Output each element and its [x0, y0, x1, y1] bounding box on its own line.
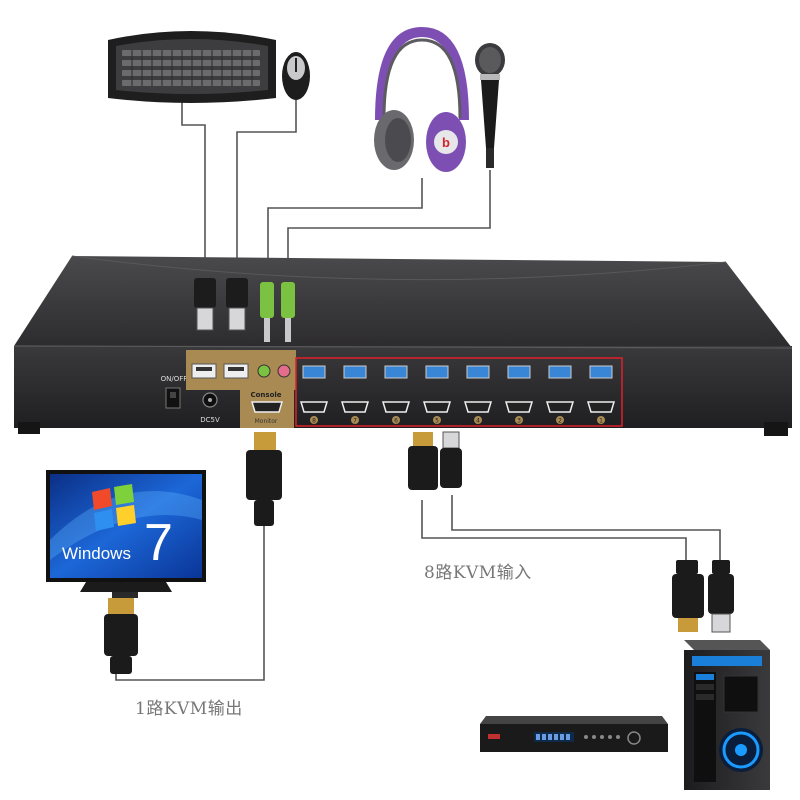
port-number-badge [392, 416, 400, 424]
usb-plug-icon [440, 431, 462, 488]
hdmi-input-port[interactable] [504, 401, 534, 413]
usb-input-port[interactable] [589, 365, 613, 379]
console-usb-port[interactable] [191, 363, 217, 379]
hdmi-input-port[interactable] [545, 401, 575, 413]
port-number-badge [556, 416, 564, 424]
dc-label: DC5V [200, 416, 220, 424]
usb-input-port[interactable] [384, 365, 408, 379]
console-label: Console [250, 391, 281, 399]
output-label: 1路KVM输出 [135, 699, 243, 719]
input-port-group: 8 7 6 5 4 3 2 1 [299, 365, 616, 425]
hdmi-input-port[interactable] [463, 401, 493, 413]
usb-input-port[interactable] [302, 365, 326, 379]
power-switch[interactable] [165, 387, 181, 409]
hdmi-input-port[interactable] [586, 401, 616, 413]
dvr-recorder-icon [480, 716, 668, 752]
hdmi-plug-icon [672, 560, 704, 632]
audio-plug-icon [260, 282, 274, 342]
port-number-label: 3 [517, 418, 521, 425]
port-number-label: 2 [558, 418, 562, 425]
input-label: 8路KVM输入 [424, 563, 532, 583]
hdmi-input-port[interactable] [340, 401, 370, 413]
console-usb-port[interactable] [223, 363, 249, 379]
hdmi-plug-icon [408, 432, 438, 490]
usb-plug-icon [708, 560, 734, 633]
usb-input-port[interactable] [425, 365, 449, 379]
pc-tower-icon [684, 640, 770, 790]
mic-jack[interactable] [277, 364, 291, 378]
port-number-label: 4 [476, 418, 480, 425]
usb-input-port[interactable] [466, 365, 490, 379]
microphone-icon [475, 43, 505, 168]
monitor-version-text: 7 [144, 514, 173, 572]
hdmi-input-port[interactable] [422, 401, 452, 413]
monitor-label: Monitor [255, 418, 278, 425]
usb-input-port[interactable] [343, 365, 367, 379]
hdmi-plug-icon [246, 432, 282, 526]
headphone-icon: b [374, 26, 469, 172]
port-number-label: 5 [435, 418, 439, 425]
keyboard-icon [108, 31, 276, 103]
port-number-badge [433, 416, 441, 424]
svg-text:b: b [442, 135, 450, 150]
audio-plug-icon [281, 282, 295, 342]
hdmi-plug-icon [104, 598, 138, 674]
port-number-label: 6 [394, 418, 398, 425]
monitor-brand-text: Windows [62, 544, 131, 563]
usb-input-port[interactable] [507, 365, 531, 379]
port-number-badge [597, 416, 605, 424]
dc-power-jack[interactable] [202, 392, 218, 408]
port-number-label: 7 [353, 418, 357, 425]
port-number-badge [474, 416, 482, 424]
console-hdmi-port[interactable] [250, 401, 284, 413]
port-number-badge [310, 416, 318, 424]
usb-plug-icon [194, 278, 216, 331]
audio-jack[interactable] [257, 364, 271, 378]
port-number-label: 8 [312, 418, 316, 425]
usb-plug-icon [226, 278, 248, 331]
input-ports-highlight [295, 357, 623, 427]
port-number-badge [515, 416, 523, 424]
power-label: ON/OFF [161, 375, 188, 383]
monitor-icon [46, 470, 206, 598]
mouse-icon [282, 52, 310, 100]
cable-lines [115, 100, 721, 681]
hdmi-input-port[interactable] [299, 401, 329, 413]
hdmi-input-port[interactable] [381, 401, 411, 413]
usb-input-port[interactable] [548, 365, 572, 379]
port-number-label: 1 [599, 418, 603, 425]
port-number-badge [351, 416, 359, 424]
